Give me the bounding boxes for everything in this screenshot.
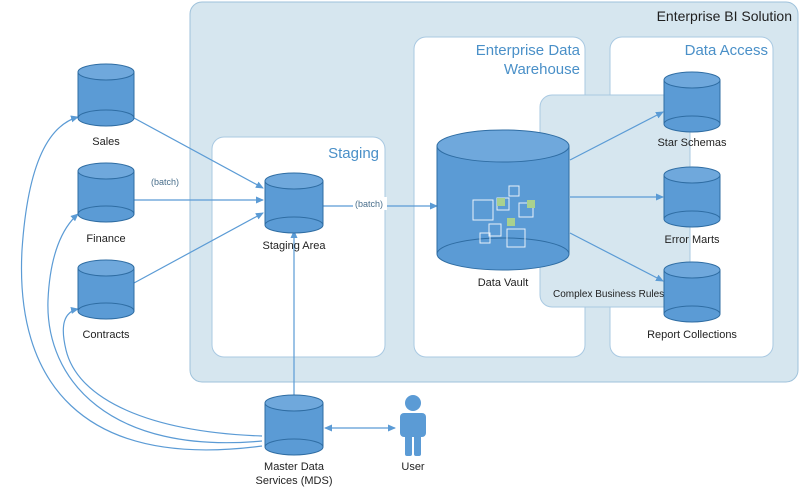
sales-label: Sales: [92, 136, 120, 148]
data-vault-database-icon: [436, 129, 570, 271]
mds-database-icon: [264, 394, 324, 456]
mds-label-line1: Master Data: [264, 461, 325, 473]
edge-label-batch-staging-bg: [353, 197, 387, 210]
edge-mds-to-finance: [47, 213, 263, 444]
person-icon: [400, 395, 426, 456]
data-access-title: Data Access: [685, 42, 768, 59]
star-schemas-label: Star Schemas: [657, 137, 727, 149]
report-collections-database-icon: [663, 261, 721, 323]
edge-contracts-to-staging: [133, 212, 264, 284]
edge-label-batch-staging: (batch): [355, 199, 383, 209]
error-marts-label: Error Marts: [665, 234, 721, 246]
sales-database-icon: [77, 63, 135, 127]
data-vault-label: Data Vault: [478, 277, 529, 289]
contracts-database-icon: [77, 259, 135, 320]
hub-link-satellite-squares-icon: [472, 185, 535, 248]
edge-label-batch-sources: (batch): [151, 177, 179, 187]
staging-area-database-icon: [264, 172, 324, 234]
contracts-label: Contracts: [82, 329, 130, 341]
report-collections-label: Report Collections: [647, 329, 737, 341]
finance-database-icon: [77, 162, 135, 223]
edge-mds-to-sales: [20, 115, 263, 451]
edge-mds-to-contracts: [62, 307, 263, 437]
staging-title: Staging: [328, 145, 379, 162]
complex-business-rules-label: Complex Business Rules: [553, 289, 664, 300]
edge-sales-to-staging: [133, 117, 264, 189]
edw-title-line1: Enterprise Data: [476, 42, 581, 59]
mds-label-line2: Services (MDS): [255, 475, 332, 487]
enterprise-bi-title: Enterprise BI Solution: [657, 8, 792, 24]
edge-vault-to-star-schemas: [569, 111, 664, 161]
error-marts-database-icon: [663, 166, 721, 228]
star-schemas-database-icon: [663, 71, 721, 133]
user-label: User: [401, 461, 425, 473]
staging-area-label: Staging Area: [263, 240, 327, 252]
staging-panel: [211, 136, 386, 358]
edw-title-line2: Warehouse: [504, 61, 580, 78]
finance-label: Finance: [86, 233, 125, 245]
edge-vault-to-report-collections: [569, 232, 664, 282]
